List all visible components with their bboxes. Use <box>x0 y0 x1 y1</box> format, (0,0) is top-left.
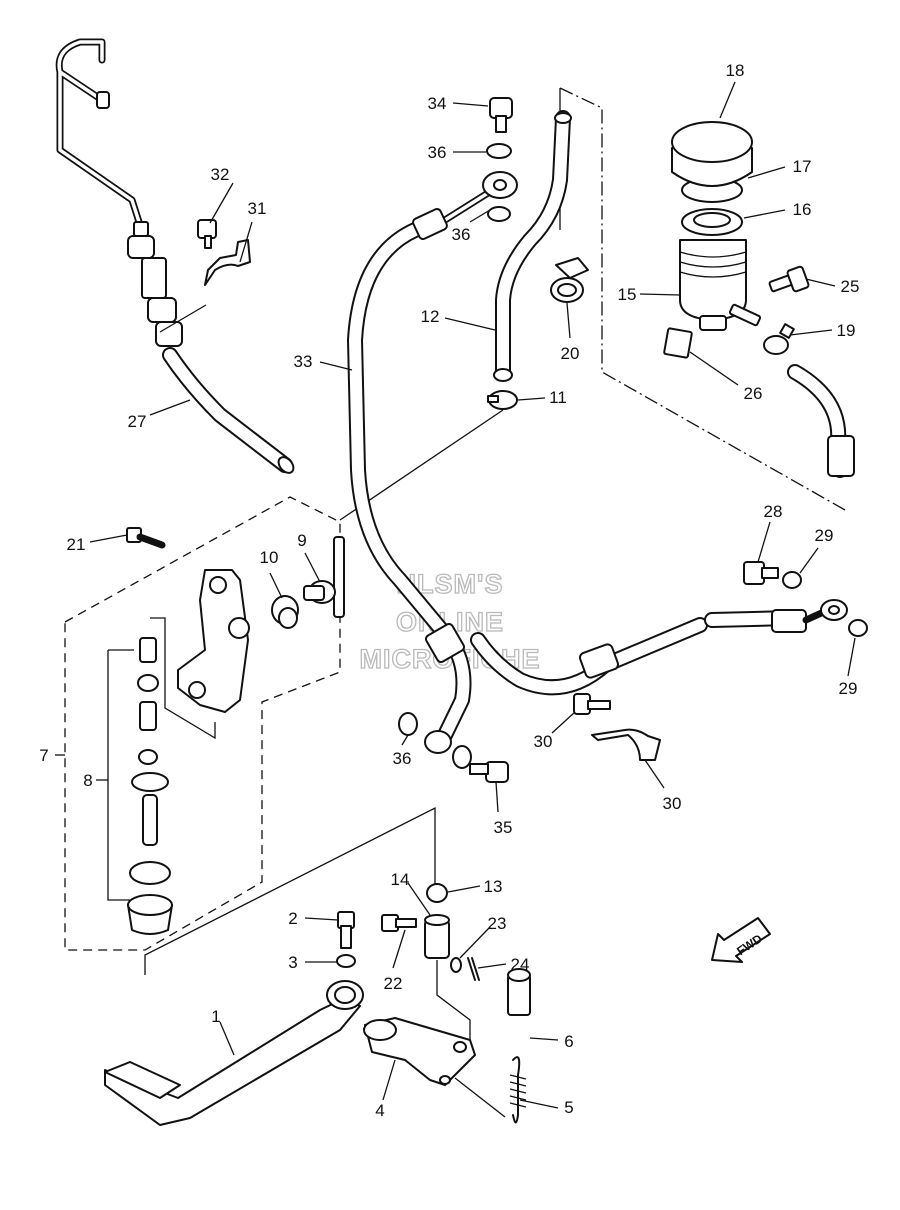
reservoir-bolt-25 <box>768 265 810 293</box>
callout-26: 26 <box>744 384 763 403</box>
fwd-arrow-icon: FWD <box>711 917 771 963</box>
callout-11: 11 <box>549 388 567 407</box>
spring-10 <box>271 595 299 629</box>
union-bolt-35-upper <box>489 97 513 133</box>
callout-27: 27 <box>128 412 147 431</box>
union-bolt-28 <box>743 561 779 585</box>
callout-19: 19 <box>837 321 856 340</box>
callout-33: 32 <box>211 165 230 184</box>
bolt-31 <box>573 693 611 715</box>
callout-18: 18 <box>726 61 745 80</box>
callout-14: 14 <box>391 870 410 889</box>
washer-23 <box>450 957 462 973</box>
callout-35-lower: 35 <box>494 818 513 837</box>
reservoir-hose-12 <box>493 110 572 382</box>
diaphragm-16 <box>681 208 743 236</box>
callout-6: 6 <box>564 1032 573 1051</box>
master-cylinder-kit-8 <box>107 617 216 935</box>
callout-4: 4 <box>375 1101 384 1120</box>
callout-1: 1 <box>211 1007 220 1026</box>
hose-clip-20 <box>550 257 589 303</box>
callout-24: 24 <box>511 955 530 974</box>
callout-36-upper: 36 <box>428 143 447 162</box>
copper-washers-36 <box>398 143 512 769</box>
callout-30: 30 <box>663 794 682 813</box>
callout-17: 17 <box>793 157 812 176</box>
gaskets-29 <box>782 571 868 637</box>
callout-13: 13 <box>484 877 503 896</box>
callout-9: 9 <box>297 531 306 550</box>
callout-10: 10 <box>260 548 279 567</box>
callout-numbers: 18 17 16 15 25 19 26 20 12 11 34 36 36 3… <box>39 61 859 1120</box>
callout-22: 22 <box>384 974 403 993</box>
washer-3 <box>336 954 356 968</box>
callout-8: 8 <box>83 771 92 790</box>
brake-hose-34 <box>347 171 518 754</box>
pin-22 <box>381 914 417 932</box>
callout-23: 23 <box>488 914 507 933</box>
callout-28: 28 <box>764 502 783 521</box>
callout-leaders <box>55 81 856 1109</box>
union-bolt-35-lower <box>469 761 509 783</box>
hose-guide-32 <box>197 219 251 286</box>
shaft-4 <box>363 1017 476 1086</box>
callout-2: 2 <box>288 909 297 928</box>
callout-35-upper: 34 <box>428 94 447 113</box>
hose-clamp-19 <box>763 323 795 355</box>
callout-15: 15 <box>618 285 637 304</box>
callout-3: 3 <box>288 953 297 972</box>
brake-pedal-1 <box>104 980 364 1126</box>
callout-20: 20 <box>561 344 580 363</box>
nut-13 <box>426 883 448 903</box>
reservoir-tank-15 <box>663 239 762 359</box>
bracket-30 <box>591 728 661 761</box>
reservoir-cap-18 <box>671 121 753 187</box>
callout-31: 30 <box>534 732 553 751</box>
callout-7: 7 <box>39 746 48 765</box>
push-rod-9 <box>303 536 345 618</box>
callout-32: 31 <box>248 199 267 218</box>
pedal-bolt-2 <box>337 911 355 949</box>
rear-brake-hose-27 <box>55 38 295 474</box>
return-spring-5 <box>509 1056 527 1124</box>
callout-12: 12 <box>421 307 440 326</box>
callout-34: 33 <box>294 352 313 371</box>
callout-29-lower: 29 <box>839 679 858 698</box>
callout-16: 16 <box>793 200 812 219</box>
hose-clamp-11 <box>487 390 518 410</box>
rear-brake-hose-right <box>470 599 848 696</box>
reservoir-return-hose <box>787 364 855 478</box>
callout-25: 25 <box>841 277 860 296</box>
callout-36-middle: 36 <box>452 225 471 244</box>
collar-6 <box>507 968 531 1016</box>
callout-36-lower: 36 <box>393 749 412 768</box>
cotter-pin-24 <box>467 957 480 981</box>
joint-14 <box>424 914 450 959</box>
callout-5: 5 <box>564 1098 573 1117</box>
callout-29-upper: 29 <box>815 526 834 545</box>
callout-21: 21 <box>67 535 86 554</box>
master-cylinder-7 <box>126 527 250 713</box>
